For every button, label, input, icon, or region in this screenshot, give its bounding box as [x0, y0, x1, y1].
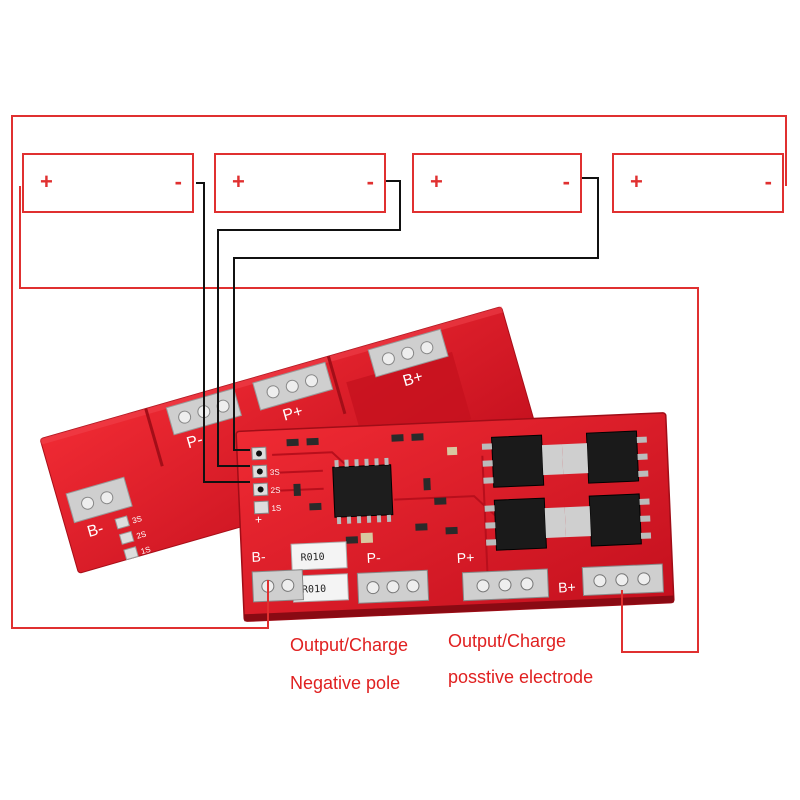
front-pad-bplus: [581, 563, 664, 596]
battery-cell-1: + -: [22, 153, 194, 213]
back-pad-pplus: [252, 361, 334, 411]
front-balance-pins: 3S 2S 1S +: [251, 446, 281, 527]
cell-3-plus: +: [430, 169, 443, 194]
back-balance-pins: 3S 2S 1S: [114, 514, 152, 561]
shunt-resistor-1: R010: [290, 541, 348, 571]
cell-1-plus: +: [40, 169, 53, 194]
cell-2-minus: -: [366, 169, 374, 194]
front-pin-2s: 2S: [270, 486, 280, 495]
front-label-pminus: P-: [366, 549, 381, 566]
wire-bplus: [19, 186, 699, 653]
red-wires: [11, 115, 787, 653]
shunt-resistor-2: R010: [291, 573, 350, 603]
cell-4-minus: -: [764, 169, 772, 194]
mosfet-group: [481, 430, 652, 551]
caption-positive-line2: posstive electrode: [448, 667, 594, 687]
resistor-1-label: R010: [300, 552, 325, 564]
back-pad-bminus: [65, 476, 133, 524]
battery-cell-2: + -: [214, 153, 386, 213]
wire-cell1-2: [196, 182, 250, 483]
back-label-pplus: P+: [281, 403, 305, 425]
cell-1-minus: -: [174, 169, 182, 194]
wire-bminus: [11, 115, 787, 629]
back-pad-bplus: [367, 328, 449, 378]
back-label-pminus: P-: [185, 431, 205, 452]
svg-text:+: +: [255, 512, 263, 526]
back-pin-2s: 2S: [135, 529, 147, 540]
cell-3-minus: -: [562, 169, 570, 194]
front-label-bminus: B-: [251, 548, 266, 565]
resistor-2-label: R010: [302, 584, 327, 596]
front-pcb-board: R010 R010 3S 2S 1S +: [235, 412, 675, 622]
front-pad-bminus: [251, 569, 304, 603]
front-pad-pplus: [461, 568, 550, 602]
front-pin-1s: 1S: [271, 504, 281, 513]
front-label-pplus: P+: [456, 549, 474, 566]
front-pad-pminus: [356, 569, 430, 604]
back-label-bplus: B+: [401, 368, 425, 390]
caption-negative-line1: Output/Charge: [290, 635, 409, 655]
back-label-bminus: B-: [85, 520, 105, 541]
caption-negative-line2: Negative pole: [290, 673, 401, 693]
wire-cell2-3: [217, 180, 401, 467]
black-wires: [196, 177, 599, 483]
back-pin-1s: 1S: [140, 545, 152, 556]
cell-4-plus: +: [630, 169, 643, 194]
controller-ic: [332, 457, 394, 525]
front-label-bplus: B+: [558, 579, 576, 596]
back-pin-3s: 3S: [131, 514, 143, 525]
front-pin-3s: 3S: [270, 468, 280, 477]
wire-cell3-4: [233, 177, 599, 451]
battery-cell-3: + -: [412, 153, 582, 213]
battery-cell-4: + -: [612, 153, 784, 213]
caption-positive-line1: Output/Charge: [448, 631, 567, 651]
cell-2-plus: +: [232, 169, 245, 194]
